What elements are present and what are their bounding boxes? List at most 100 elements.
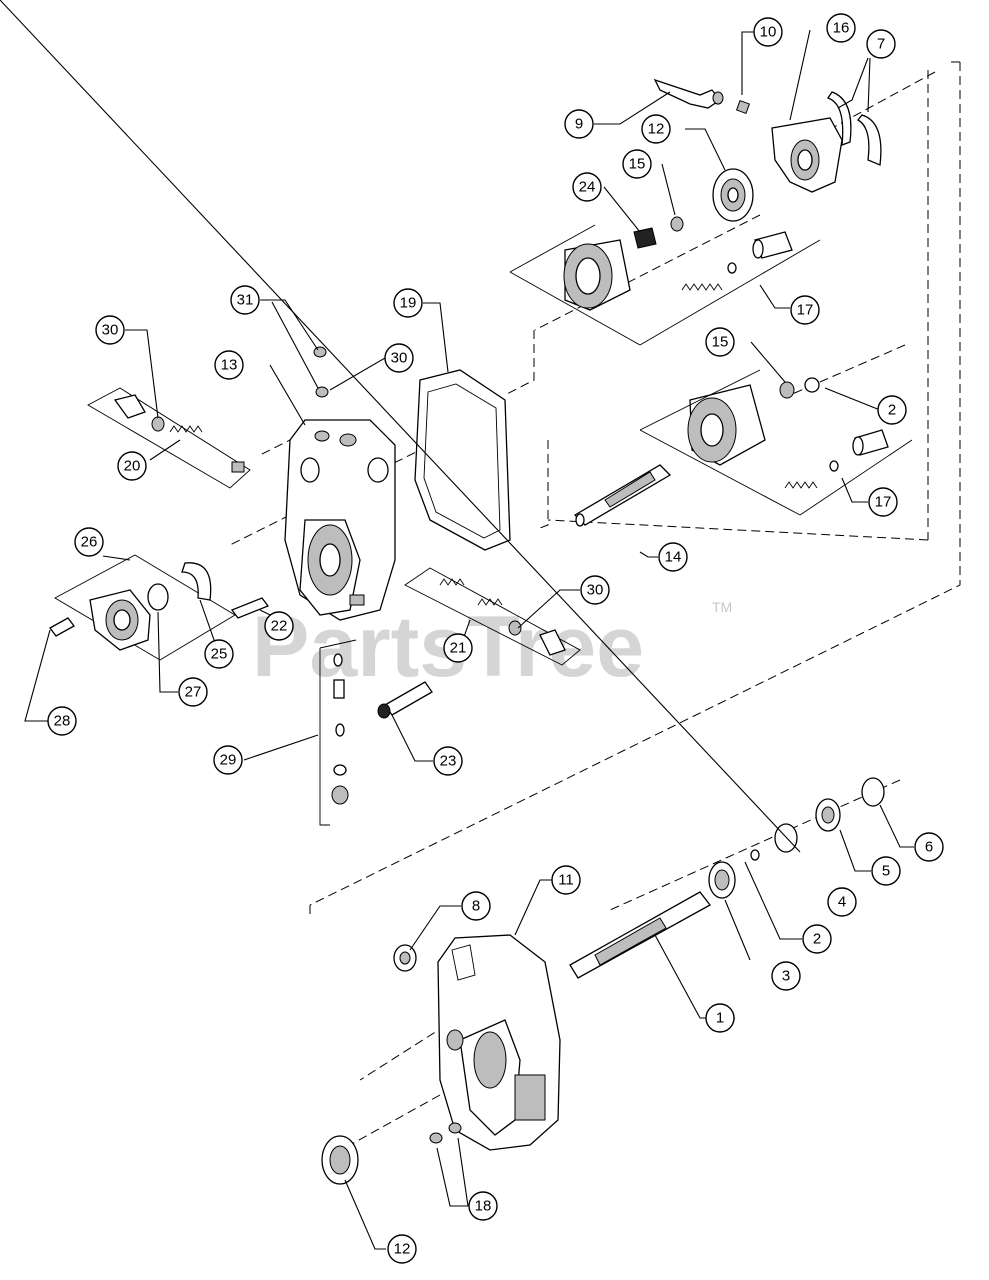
- part-27-seal: [147, 583, 169, 611]
- callout-2-upper: 2: [877, 395, 907, 425]
- part-28-screw: [49, 617, 75, 637]
- svg-text:22: 22: [271, 618, 288, 635]
- svg-text:21: 21: [450, 640, 467, 657]
- svg-text:8: 8: [472, 898, 480, 915]
- callout-3: 3: [771, 961, 801, 991]
- svg-text:25: 25: [211, 646, 228, 663]
- svg-text:13: 13: [221, 357, 238, 374]
- part-19-gasket: [414, 369, 511, 551]
- svg-text:29: 29: [220, 752, 237, 769]
- part-3-bearing: [708, 861, 736, 899]
- svg-text:7: 7: [877, 36, 885, 53]
- svg-text:30: 30: [587, 582, 604, 599]
- svg-text:15: 15: [629, 156, 646, 173]
- part-9-pin: [653, 78, 724, 109]
- part-15-ball-upper: [670, 216, 684, 232]
- svg-text:16: 16: [833, 20, 850, 37]
- part-8-cap: [393, 944, 417, 972]
- svg-text:11: 11: [558, 872, 574, 889]
- svg-text:31: 31: [237, 292, 254, 309]
- part-31-fitting-lower: [315, 386, 329, 398]
- part-31-fitting-upper: [313, 346, 327, 358]
- svg-text:19: 19: [400, 295, 417, 312]
- svg-text:27: 27: [185, 684, 202, 701]
- callout-11: 11: [551, 865, 581, 895]
- callout-1: 1: [705, 1003, 735, 1033]
- callout-15-upper: 15: [622, 149, 652, 179]
- part-6-cap: [861, 777, 885, 807]
- callout-23: 23: [433, 746, 463, 776]
- callout-22: 22: [264, 611, 294, 641]
- callout-5: 5: [871, 856, 901, 886]
- part-5-seal: [815, 798, 841, 832]
- callout-18: 18: [468, 1191, 498, 1221]
- part-15-ball-lower: [779, 381, 795, 399]
- part-14-shaft: [573, 464, 672, 527]
- svg-text:20: 20: [124, 458, 141, 475]
- part-13-center-section: [284, 419, 396, 621]
- part-7-seals: [826, 91, 882, 166]
- part-2-ring-lower: [750, 849, 760, 861]
- part-17-spool-lower: [784, 429, 889, 489]
- svg-text:23: 23: [440, 753, 457, 770]
- part-1-input-shaft: [569, 891, 711, 979]
- part-2-ring-upper: [804, 377, 820, 393]
- callout-30-center: 30: [384, 343, 414, 373]
- part-17-spool-upper: [639, 231, 821, 346]
- callout-30-right: 30: [580, 575, 610, 605]
- part-12-bearing-upper: [712, 168, 754, 222]
- callout-24: 24: [572, 172, 602, 202]
- part-22-pin: [230, 597, 270, 619]
- part-11-main-housing: [437, 934, 561, 1151]
- callout-9: 9: [564, 109, 594, 139]
- part-12-bearing-lower: [321, 1135, 359, 1185]
- upper-pump-block: [509, 224, 641, 346]
- callout-4: 4: [827, 887, 857, 917]
- callout-19: 19: [393, 288, 423, 318]
- svg-text:12: 12: [648, 121, 665, 138]
- callout-8: 8: [461, 891, 491, 921]
- svg-text:9: 9: [575, 116, 583, 133]
- svg-text:24: 24: [579, 179, 596, 196]
- svg-text:2: 2: [813, 931, 821, 948]
- part-25-ring: [181, 562, 212, 601]
- callout-25: 25: [204, 639, 234, 669]
- part-16-bracket: [771, 117, 843, 193]
- svg-text:2: 2: [888, 402, 896, 419]
- svg-text:12: 12: [394, 1241, 411, 1258]
- svg-text:14: 14: [665, 549, 682, 566]
- leader-lines: [0, 0, 914, 1250]
- svg-text:10: 10: [760, 24, 777, 41]
- part-10-nut: [735, 99, 751, 115]
- callout-10: 10: [753, 17, 783, 47]
- callout-15-lower: 15: [705, 327, 735, 357]
- svg-text:6: 6: [925, 839, 933, 856]
- svg-text:15: 15: [712, 334, 729, 351]
- part-18-pin-b: [448, 1122, 462, 1134]
- callout-31: 31: [230, 285, 260, 315]
- lower-pump-block: [639, 369, 913, 516]
- callout-21: 21: [443, 633, 473, 663]
- part-21-relief-valve: [404, 567, 581, 666]
- callouts: 1 2 2 3 4 5 6 7 8 9 10 11 12 12 13 14 15…: [47, 13, 944, 1264]
- svg-text:4: 4: [838, 894, 846, 911]
- callout-6: 6: [914, 832, 944, 862]
- part-26-housing: [54, 554, 236, 661]
- svg-text:30: 30: [391, 350, 408, 367]
- callout-17-upper: 17: [790, 295, 820, 325]
- watermark-trademark: TM: [712, 599, 732, 615]
- svg-text:18: 18: [475, 1198, 492, 1215]
- callout-2-lower: 2: [802, 924, 832, 954]
- part-29-linkage: [319, 639, 357, 826]
- svg-text:17: 17: [797, 302, 814, 319]
- callout-20: 20: [117, 451, 147, 481]
- svg-text:3: 3: [782, 968, 790, 985]
- callout-7: 7: [866, 29, 896, 59]
- callout-16: 16: [826, 13, 856, 43]
- callout-12-upper: 12: [641, 114, 671, 144]
- svg-text:28: 28: [54, 713, 71, 730]
- svg-text:17: 17: [875, 494, 892, 511]
- callout-17-lower: 17: [868, 487, 898, 517]
- callout-26: 26: [74, 527, 104, 557]
- parts-artwork: [49, 78, 913, 1185]
